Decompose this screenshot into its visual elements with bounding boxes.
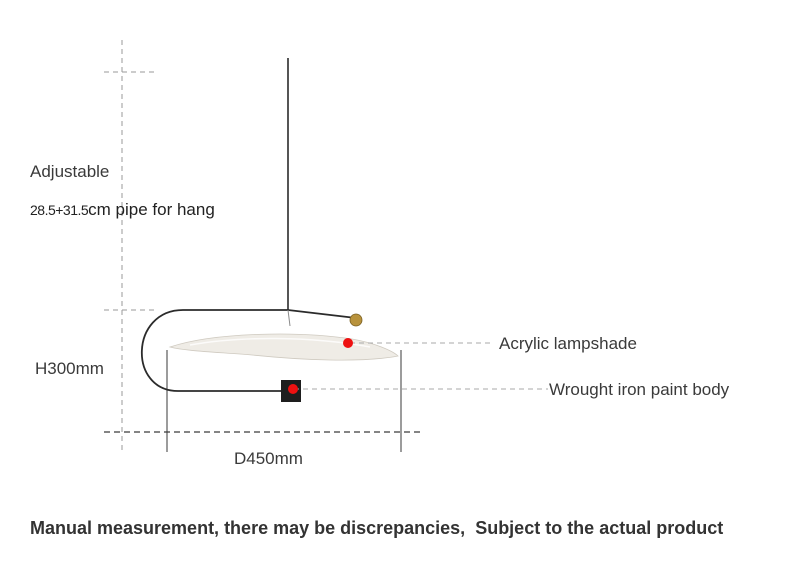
iron-frame: [140, 309, 357, 392]
lampshade-label: Acrylic lampshade: [499, 334, 637, 353]
counterweight-rod: [287, 309, 291, 327]
disclaimer-note: Manual measurement, there may be discrep…: [30, 518, 723, 539]
body-marker: [288, 384, 298, 394]
pipe-length-text: cm pipe for hang: [88, 200, 215, 219]
diameter-label: D450mm: [234, 449, 303, 468]
height-label: H300mm: [35, 359, 104, 378]
disclaimer-part2: Subject to the actual product: [475, 518, 724, 538]
lampshade-marker: [343, 338, 353, 348]
body-label: Wrought iron paint body: [549, 380, 730, 399]
brass-ball: [349, 313, 363, 327]
disclaimer-part1: Manual measurement, there may be discrep…: [30, 518, 466, 538]
pipe-length-numbers: 28.5+31.5: [30, 202, 89, 218]
pipe-length-label: 28.5+31.5cm pipe for hang: [30, 200, 215, 220]
adjustable-label: Adjustable: [30, 162, 110, 181]
